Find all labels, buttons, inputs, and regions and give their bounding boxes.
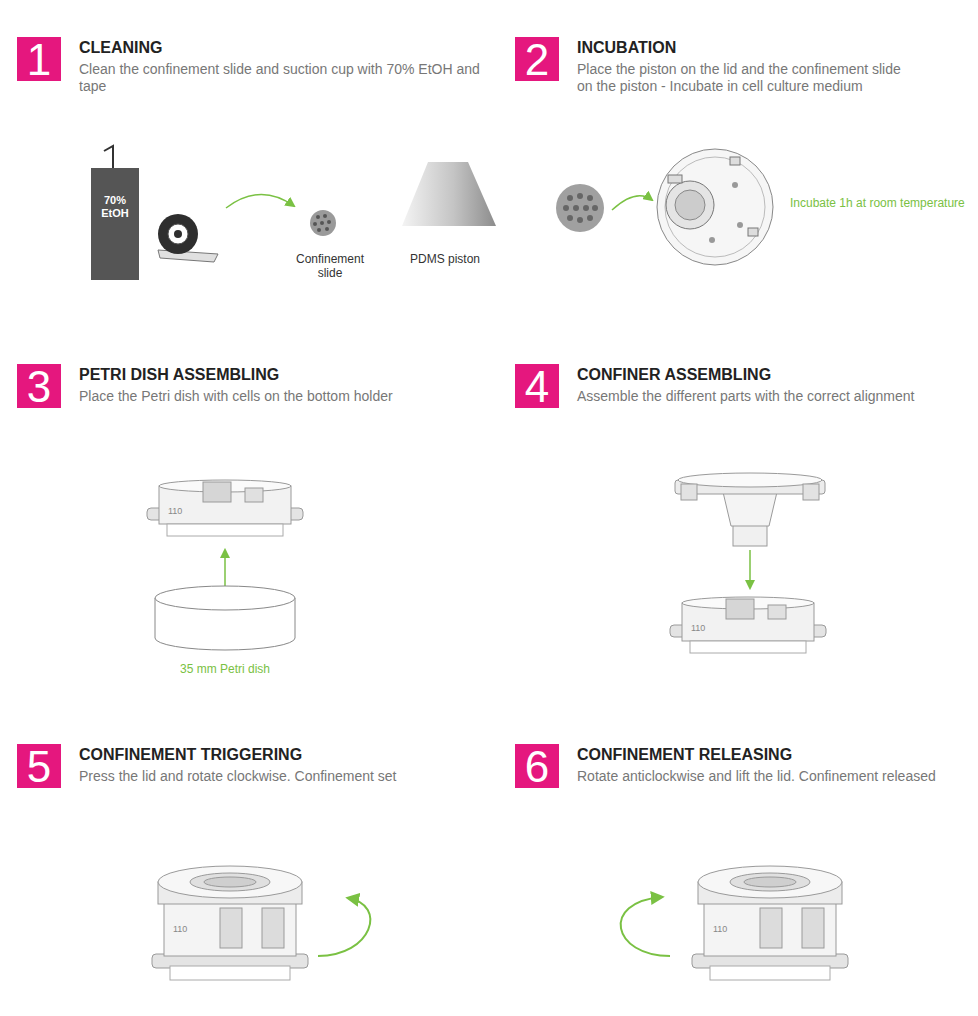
step-number: 6 xyxy=(515,744,559,788)
part-number: 110 xyxy=(712,924,728,935)
part-label: Confinement slide xyxy=(289,252,371,280)
tape-roll xyxy=(168,224,188,244)
lid-top-view xyxy=(657,149,773,265)
pdms-piston xyxy=(402,162,496,226)
step-badge: 2INCUBATIONPlace the piston on the lid a… xyxy=(515,37,559,81)
green-arrow xyxy=(612,196,652,210)
rotation-arrow xyxy=(621,897,670,956)
bottom-holder xyxy=(147,480,303,536)
step-badge: 5CONFINEMENT TRIGGERINGPress the lid and… xyxy=(17,744,61,788)
step-badge: 6CONFINEMENT RELEASINGRotate anticlockwi… xyxy=(515,744,559,788)
tape-roll xyxy=(174,230,182,238)
lid-top-view xyxy=(665,157,765,257)
confinement-slide xyxy=(573,205,579,211)
petri-dish xyxy=(155,586,295,610)
part-number: 110 xyxy=(172,924,188,935)
confinement-slide xyxy=(592,205,598,211)
green-arrow xyxy=(226,194,294,208)
step-number: 5 xyxy=(17,744,61,788)
step-heading: CONFINEMENT RELEASING xyxy=(577,745,792,764)
step-number: 2 xyxy=(515,37,559,81)
part-label: 35 mm Petri dish xyxy=(155,662,295,676)
rotation-arrow xyxy=(318,898,370,956)
assembled-confiner xyxy=(692,866,848,980)
confinement-slide xyxy=(577,217,583,223)
green-arrow xyxy=(749,550,751,588)
confinement-slide xyxy=(556,184,604,232)
confiner-lid xyxy=(675,473,825,546)
lid-top-view xyxy=(732,182,738,188)
step-description: Place the piston on the lid and the conf… xyxy=(577,61,912,95)
confinement-slide xyxy=(567,195,573,201)
confinement-slide xyxy=(556,184,604,232)
lid-top-view xyxy=(709,237,715,243)
confinement-slide xyxy=(577,193,583,199)
bottom-holder xyxy=(670,597,826,653)
step-heading: CONFINER ASSEMBLING xyxy=(577,365,771,384)
step-badge: 4CONFINER ASSEMBLINGAssemble the differe… xyxy=(515,364,559,408)
part-label: PDMS piston xyxy=(390,252,500,266)
assembled-confiner xyxy=(152,866,308,980)
confinement-slide xyxy=(320,221,324,225)
lid-top-view xyxy=(737,222,743,228)
step-heading: INCUBATION xyxy=(577,38,676,57)
confinement-slide xyxy=(310,210,336,236)
confinement-slide xyxy=(310,210,336,236)
lid-top-view xyxy=(730,157,740,165)
tape-roll xyxy=(158,250,218,262)
step-heading: CONFINEMENT TRIGGERING xyxy=(79,745,302,764)
step-description: Place the Petri dish with cells on the b… xyxy=(79,388,499,405)
confinement-slide xyxy=(563,205,569,211)
confinement-slide xyxy=(323,214,327,218)
bottle-label: 70% EtOH xyxy=(91,194,139,220)
petri-dish xyxy=(155,586,295,650)
confinement-slide xyxy=(325,227,329,231)
lid-top-view xyxy=(666,181,714,229)
lid-top-view xyxy=(675,190,705,220)
step-description: Clean the confinement slide and suction … xyxy=(79,61,484,95)
step-number: 3 xyxy=(17,364,61,408)
note-label: Incubate 1h at room temperature xyxy=(790,196,965,210)
confinement-slide xyxy=(587,195,593,201)
step-description: Rotate anticlockwise and lift the lid. C… xyxy=(577,768,972,785)
lid-top-view xyxy=(748,228,758,236)
step-heading: CLEANING xyxy=(79,38,163,57)
step-number: 4 xyxy=(515,364,559,408)
bottle-cap xyxy=(104,146,113,168)
tape-roll xyxy=(158,214,218,262)
tape-roll xyxy=(158,214,198,254)
step-description: Assemble the different parts with the co… xyxy=(577,388,972,405)
confinement-slide xyxy=(316,215,320,219)
ethanol-bottle: 70% EtOH xyxy=(91,168,139,280)
confinement-slide xyxy=(587,215,593,221)
lid-top-view xyxy=(668,175,682,183)
lid-top-view xyxy=(657,149,773,265)
confinement-slide xyxy=(583,205,589,211)
step-number: 1 xyxy=(17,37,61,81)
step-badge: 1CLEANINGClean the confinement slide and… xyxy=(17,37,61,81)
part-number: 110 xyxy=(167,506,183,517)
step-description: Press the lid and rotate clockwise. Conf… xyxy=(79,768,499,785)
part-number: 110 xyxy=(690,623,706,634)
step-heading: PETRI DISH ASSEMBLING xyxy=(79,365,279,384)
confinement-slide xyxy=(327,220,331,224)
confinement-slide xyxy=(567,215,573,221)
step-badge: 3PETRI DISH ASSEMBLINGPlace the Petri di… xyxy=(17,364,61,408)
confinement-slide xyxy=(313,222,317,226)
confinement-slide xyxy=(317,228,321,232)
